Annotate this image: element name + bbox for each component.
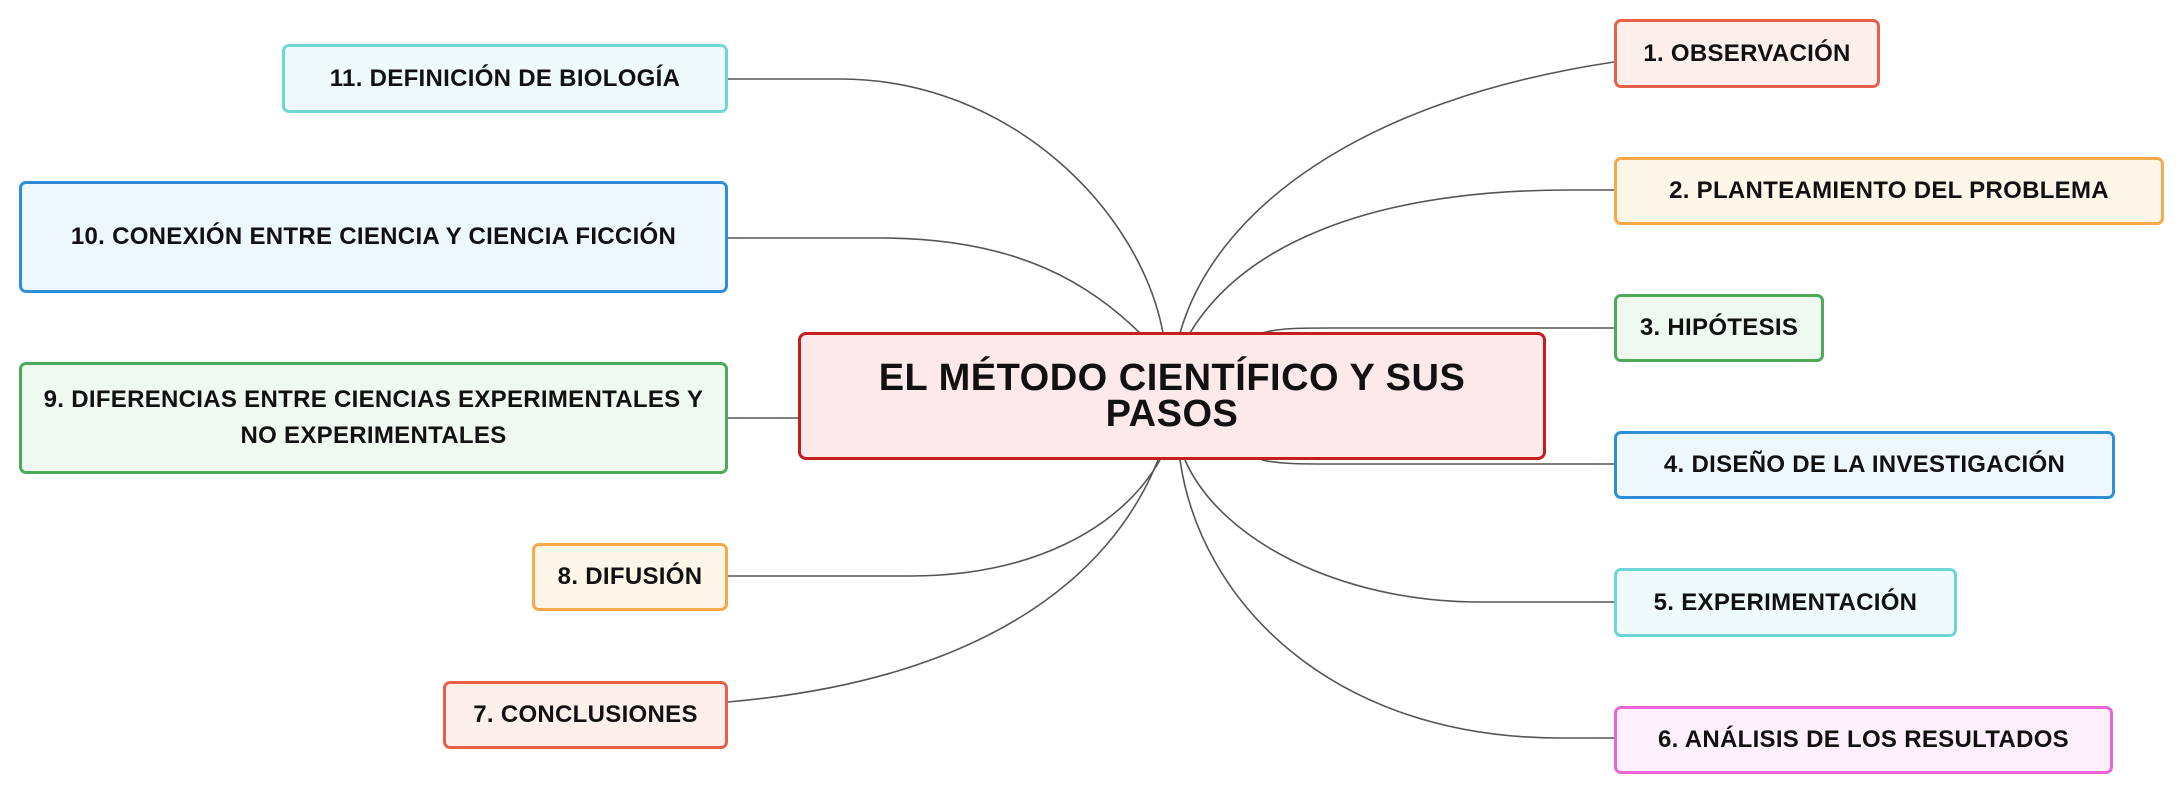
topic-difusion[interactable]: 8. DIFUSIÓN — [532, 543, 728, 611]
topic-definicion-de-biologia[interactable]: 11. DEFINICIÓN DE BIOLOGÍA — [282, 44, 728, 113]
topic-diferencias-entre-ciencias[interactable]: 9. DIFERENCIAS ENTRE CIENCIAS EXPERIMENT… — [19, 362, 728, 474]
topic-conexion-ciencia-ficcion[interactable]: 10. CONEXIÓN ENTRE CIENCIA Y CIENCIA FIC… — [19, 181, 728, 293]
topic-analisis-de-los-resultados[interactable]: 6. ANÁLISIS DE LOS RESULTADOS — [1614, 706, 2113, 774]
connector-line-10 — [728, 237, 1141, 334]
topic-hipotesis[interactable]: 3. HIPÓTESIS — [1614, 294, 1824, 362]
topic-label: 2. PLANTEAMIENTO DEL PROBLEMA — [1669, 177, 2109, 204]
topic-label: 7. CONCLUSIONES — [473, 701, 698, 728]
central-topic[interactable]: EL MÉTODO CIENTÍFICO Y SUS PASOS — [798, 332, 1546, 460]
topic-label: 10. CONEXIÓN ENTRE CIENCIA Y CIENCIA FIC… — [70, 223, 677, 250]
topic-label: 6. ANÁLISIS DE LOS RESULTADOS — [1658, 726, 2069, 753]
connector-line-1 — [1179, 61, 1615, 334]
connector-line-2 — [1189, 189, 1614, 334]
connector-line-11 — [728, 78, 1164, 334]
connector-line-7 — [727, 459, 1159, 703]
connector-line-8 — [728, 459, 1161, 577]
central-topic-label: EL MÉTODO CIENTÍFICO Y SUS PASOS — [878, 357, 1466, 435]
connector-line-5 — [1184, 459, 1614, 603]
topic-label: 8. DIFUSIÓN — [557, 563, 703, 590]
topic-experimentacion[interactable]: 5. EXPERIMENTACIÓN — [1614, 568, 1957, 637]
connector-line-6 — [1179, 459, 1614, 739]
topic-label: 1. OBSERVACIÓN — [1643, 39, 1851, 67]
topic-label: 9. DIFERENCIAS ENTRE CIENCIAS EXPERIMENT… — [43, 386, 704, 449]
topic-label: 3. HIPÓTESIS — [1639, 314, 1799, 341]
topic-planteamiento-del-problema[interactable]: 2. PLANTEAMIENTO DEL PROBLEMA — [1614, 157, 2164, 225]
topic-diseno-de-la-investigacion[interactable]: 4. DISEÑO DE LA INVESTIGACIÓN — [1614, 431, 2115, 499]
topic-observacion[interactable]: 1. OBSERVACIÓN — [1614, 19, 1880, 88]
topic-label: 4. DISEÑO DE LA INVESTIGACIÓN — [1663, 451, 2066, 478]
connector-line-3 — [1261, 327, 1614, 334]
topic-label: 5. EXPERIMENTACIÓN — [1653, 588, 1918, 616]
topic-conclusiones[interactable]: 7. CONCLUSIONES — [443, 681, 728, 749]
connector-line-4 — [1261, 459, 1614, 465]
topic-label: 11. DEFINICIÓN DE BIOLOGÍA — [329, 64, 681, 92]
